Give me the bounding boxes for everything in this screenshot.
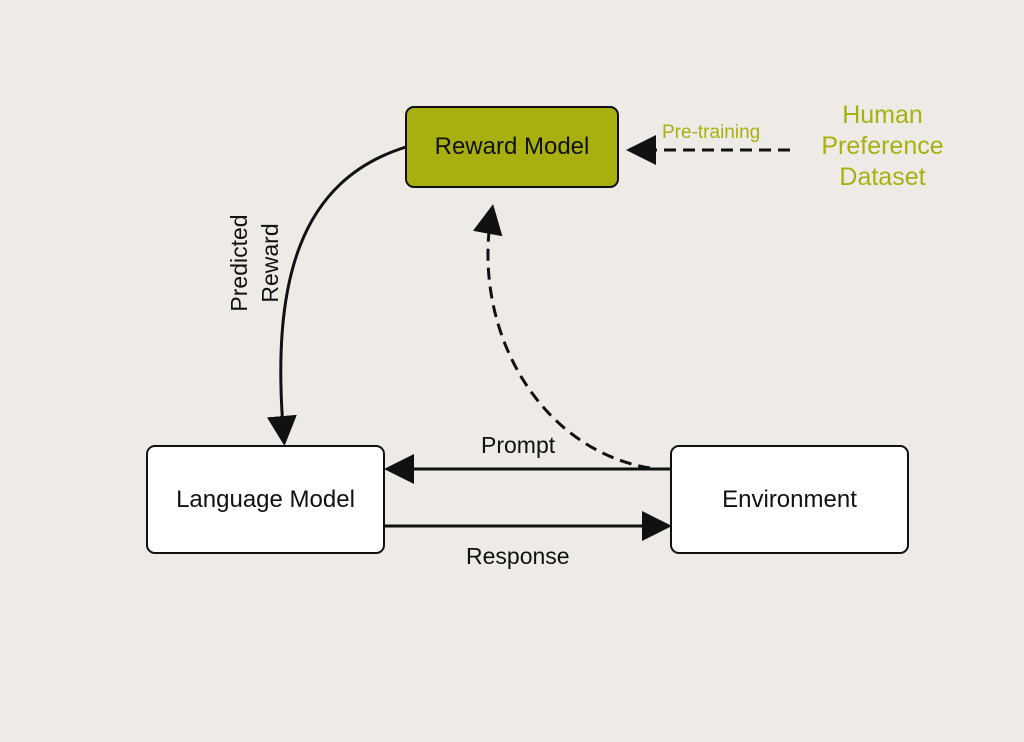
environment-to-reward-arrow	[472, 204, 651, 470]
dataset-label: Human Preference Dataset	[821, 101, 944, 191]
language-model-node: Language Model	[146, 445, 385, 554]
response-label: Response	[466, 543, 570, 569]
environment-node: Environment	[670, 445, 909, 554]
reward-model-node: Reward Model	[405, 106, 619, 188]
predicted-reward-label: Predicted Reward	[226, 214, 283, 312]
pretraining-label: Pre-training	[662, 122, 761, 143]
prompt-label: Prompt	[481, 432, 556, 458]
predicted-reward-arrow	[266, 145, 407, 446]
